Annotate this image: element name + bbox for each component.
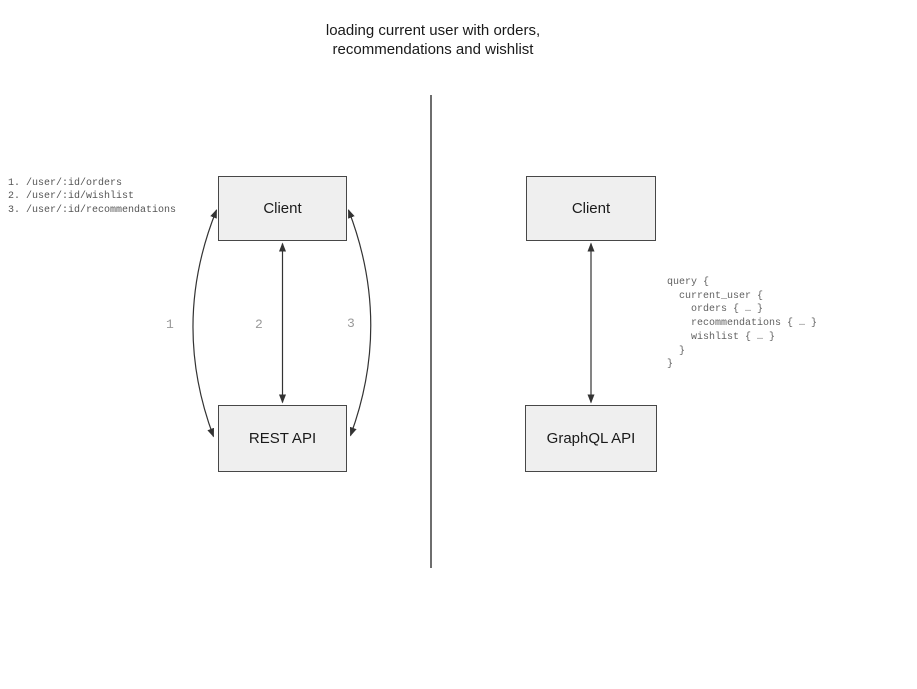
rest-endpoints-list: 1. /user/:id/orders 2. /user/:id/wishlis…: [8, 177, 176, 217]
graphql-client-node: Client: [526, 176, 656, 241]
rest-endpoint-orders: 1. /user/:id/orders: [8, 178, 123, 189]
rest-arrow-label-3: 3: [347, 316, 355, 331]
rest-endpoint-recommendations: 3. /user/:id/recommendations: [8, 204, 177, 216]
panel-divider-line: [430, 95, 432, 568]
query-line-6: }: [667, 345, 686, 357]
rest-arrow-1-curve: [192, 209, 218, 438]
rest-api-label: REST API: [248, 430, 317, 447]
query-line-1: query {: [667, 277, 710, 288]
rest-endpoint-wishlist: 2. /user/:id/wishlist: [8, 191, 135, 203]
graphql-query-snippet: query { current_user { orders { … } reco…: [667, 276, 817, 372]
graphql-api-label: GraphQL API: [546, 430, 636, 447]
query-line-7: }: [667, 359, 674, 371]
diagram-title: loading current user with orders, recomm…: [133, 21, 733, 59]
rest-arrow-label-2: 2: [255, 317, 263, 332]
graphql-api-node: GraphQL API: [525, 405, 657, 472]
rest-api-node: REST API: [218, 405, 347, 472]
query-line-3: orders { … }: [667, 304, 764, 316]
query-line-4: recommendations { … }: [667, 318, 818, 330]
rest-client-node: Client: [218, 176, 347, 241]
rest-client-label: Client: [263, 200, 302, 217]
query-line-5: wishlist { … }: [667, 331, 776, 343]
title-line-2: recommendations and wishlist: [332, 41, 534, 58]
query-line-2: current_user {: [667, 290, 764, 302]
rest-arrow-label-1: 1: [166, 317, 174, 332]
graphql-client-label: Client: [571, 200, 611, 217]
title-line-1: loading current user with orders,: [325, 22, 541, 39]
